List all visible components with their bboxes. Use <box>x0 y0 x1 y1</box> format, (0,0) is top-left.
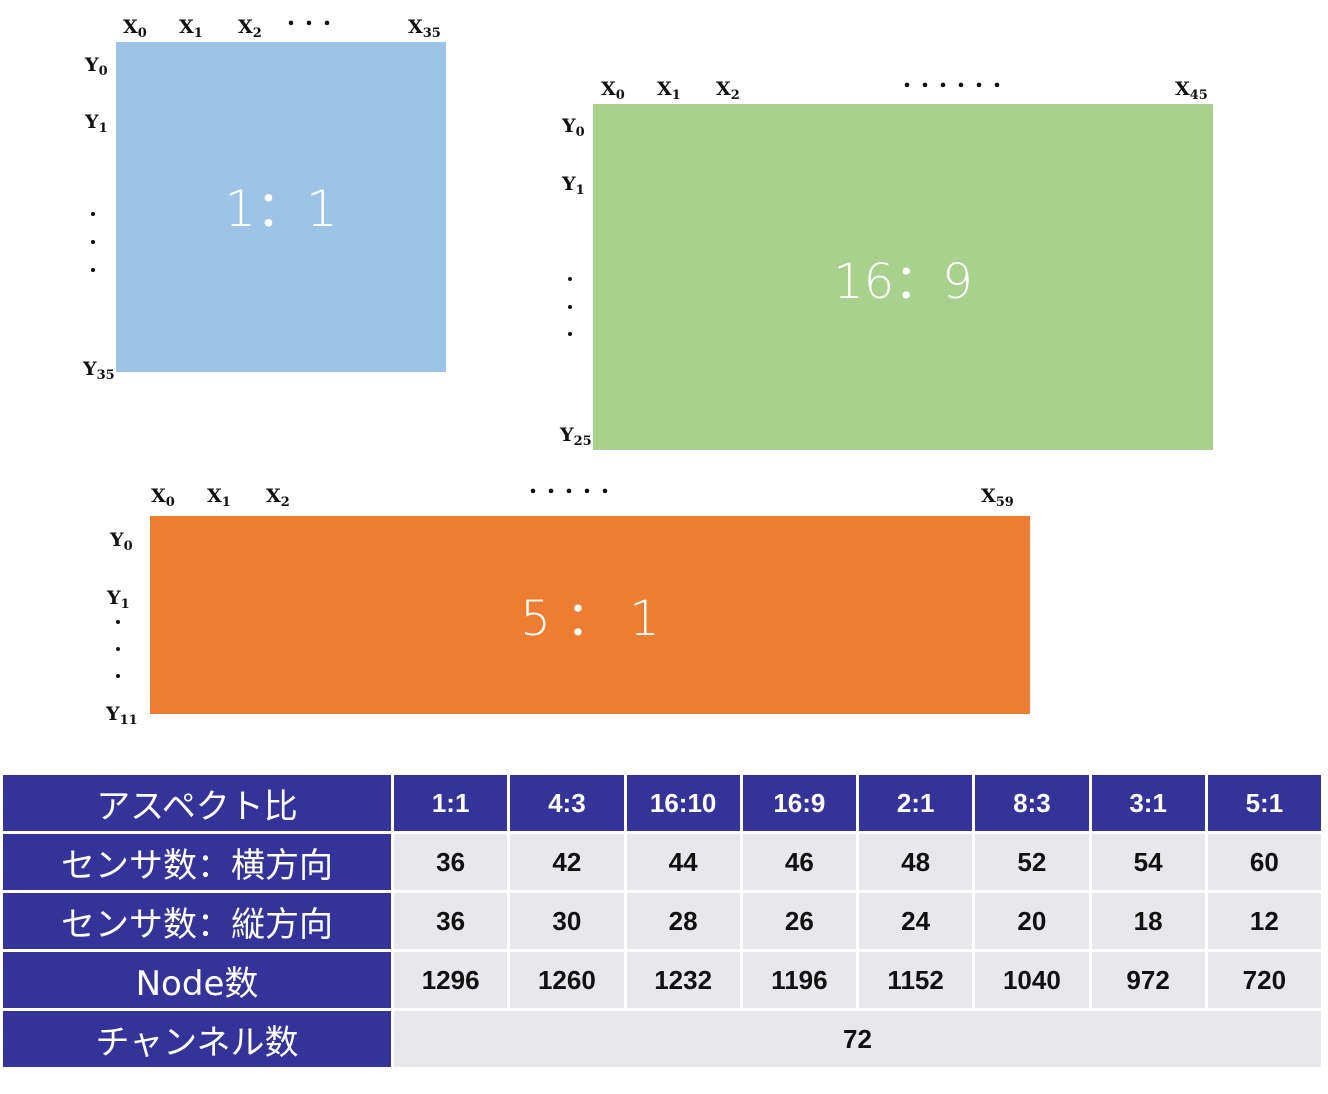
ultrawide-sensor-grid <box>150 516 1030 714</box>
table-cell: 28 <box>623 890 743 952</box>
table-cell: 1260 <box>507 949 627 1011</box>
ultrawide-y-ellipsis-dot <box>116 647 120 651</box>
table-cell: 1296 <box>390 949 511 1011</box>
table-cell: 720 <box>1204 949 1325 1011</box>
square-x-label: X35 <box>408 16 441 41</box>
square-y-label: Y35 <box>83 358 115 383</box>
column-header: 2:1 <box>855 772 976 834</box>
aspect-ratio-spec-table: アスペクト比 1:1 4:3 16:10 16:9 2:1 8:3 3:1 5:… <box>0 772 1325 1070</box>
square-x-label: X2 <box>238 16 262 41</box>
column-header: 1:1 <box>390 772 511 834</box>
table-cell: 20 <box>972 890 1092 952</box>
square-y-ellipsis-dot <box>91 240 95 244</box>
table-cell: 30 <box>507 890 627 952</box>
table-header-row: アスペクト比 1:1 4:3 16:10 16:9 2:1 8:3 3:1 5:… <box>0 772 1325 834</box>
wide-y-label: Y0 <box>562 115 585 140</box>
square-y-ellipsis-dot <box>91 268 95 272</box>
column-header: 16:10 <box>623 772 743 834</box>
square-y-label: Y0 <box>85 54 108 79</box>
column-header: 4:3 <box>507 772 627 834</box>
ultrawide-y-ellipsis-dot <box>116 620 120 624</box>
table-cell: 1152 <box>855 949 976 1011</box>
table-cell: 12 <box>1204 890 1325 952</box>
ultrawide-ratio-label: 5 ： 1 <box>520 591 660 647</box>
wide-sensor-grid <box>593 104 1213 450</box>
table-cell: 52 <box>972 831 1092 893</box>
ultrawide-y-ellipsis-dot <box>116 674 120 678</box>
table-cell: 42 <box>507 831 627 893</box>
table-cell: 54 <box>1088 831 1208 893</box>
ultrawide-x-label: X1 <box>207 485 231 510</box>
table-cell: 26 <box>739 890 860 952</box>
table-cell: 24 <box>855 890 976 952</box>
row-label-channel-count: チャンネル数 <box>0 1008 394 1070</box>
row-label-horizontal-sensors: センサ数：横方向 <box>0 831 394 893</box>
ultrawide-y-label: Y1 <box>107 587 130 612</box>
table-cell: 1040 <box>972 949 1092 1011</box>
table-cell: 36 <box>390 831 511 893</box>
table-cell: 1232 <box>623 949 743 1011</box>
table-row: Node数 1296 1260 1232 1196 1152 1040 972 … <box>0 949 1325 1011</box>
table-cell: 60 <box>1204 831 1325 893</box>
column-header: 8:3 <box>972 772 1092 834</box>
ultrawide-x-label: X2 <box>266 485 290 510</box>
square-x-label: X0 <box>123 16 147 41</box>
channel-count-cell: 72 <box>391 1008 1324 1070</box>
row-label-vertical-sensors: センサ数：縦方向 <box>0 890 394 952</box>
square-sensor-grid <box>116 42 446 372</box>
table-cell: 18 <box>1088 890 1208 952</box>
row-label-node-count: Node数 <box>0 949 394 1011</box>
table-row: センサ数：横方向 36 42 44 46 48 52 54 60 <box>0 831 1325 893</box>
square-y-label: Y1 <box>85 111 108 136</box>
wide-y-ellipsis-dot <box>568 277 572 281</box>
square-ratio-label: 1：1 <box>224 180 338 238</box>
ultrawide-y-label: Y0 <box>110 529 133 554</box>
wide-x-label: X0 <box>601 78 625 103</box>
column-header: 5:1 <box>1204 772 1325 834</box>
square-x-ellipsis: ・・・ <box>282 14 336 35</box>
table-cell: 1196 <box>739 949 860 1011</box>
column-header: 3:1 <box>1088 772 1208 834</box>
ultrawide-x-label: X0 <box>151 485 175 510</box>
table-cell: 46 <box>739 831 860 893</box>
wide-x-label: X1 <box>657 78 681 103</box>
square-x-label: X1 <box>179 16 203 41</box>
wide-x-label: X2 <box>716 78 740 103</box>
wide-x-label: X45 <box>1175 78 1208 103</box>
wide-y-label: Y1 <box>562 173 585 198</box>
table-row: センサ数：縦方向 36 30 28 26 24 20 18 12 <box>0 890 1325 952</box>
ultrawide-x-ellipsis: ・・・・・ <box>524 482 614 503</box>
row-label-aspect-ratio: アスペクト比 <box>0 772 394 834</box>
wide-y-label: Y25 <box>560 424 592 449</box>
ultrawide-y-label: Y11 <box>106 703 138 728</box>
wide-ratio-label: 16：9 <box>833 254 973 310</box>
wide-y-ellipsis-dot <box>568 305 572 309</box>
wide-x-ellipsis: ・・・・・・ <box>898 76 1006 97</box>
square-y-ellipsis-dot <box>91 212 95 216</box>
wide-y-ellipsis-dot <box>568 332 572 336</box>
table-cell: 44 <box>623 831 743 893</box>
table-cell: 972 <box>1088 949 1208 1011</box>
table-cell: 36 <box>390 890 511 952</box>
table-row: チャンネル数 72 <box>0 1008 1324 1070</box>
column-header: 16:9 <box>739 772 860 834</box>
table-cell: 48 <box>855 831 976 893</box>
ultrawide-x-label: X59 <box>981 485 1014 510</box>
